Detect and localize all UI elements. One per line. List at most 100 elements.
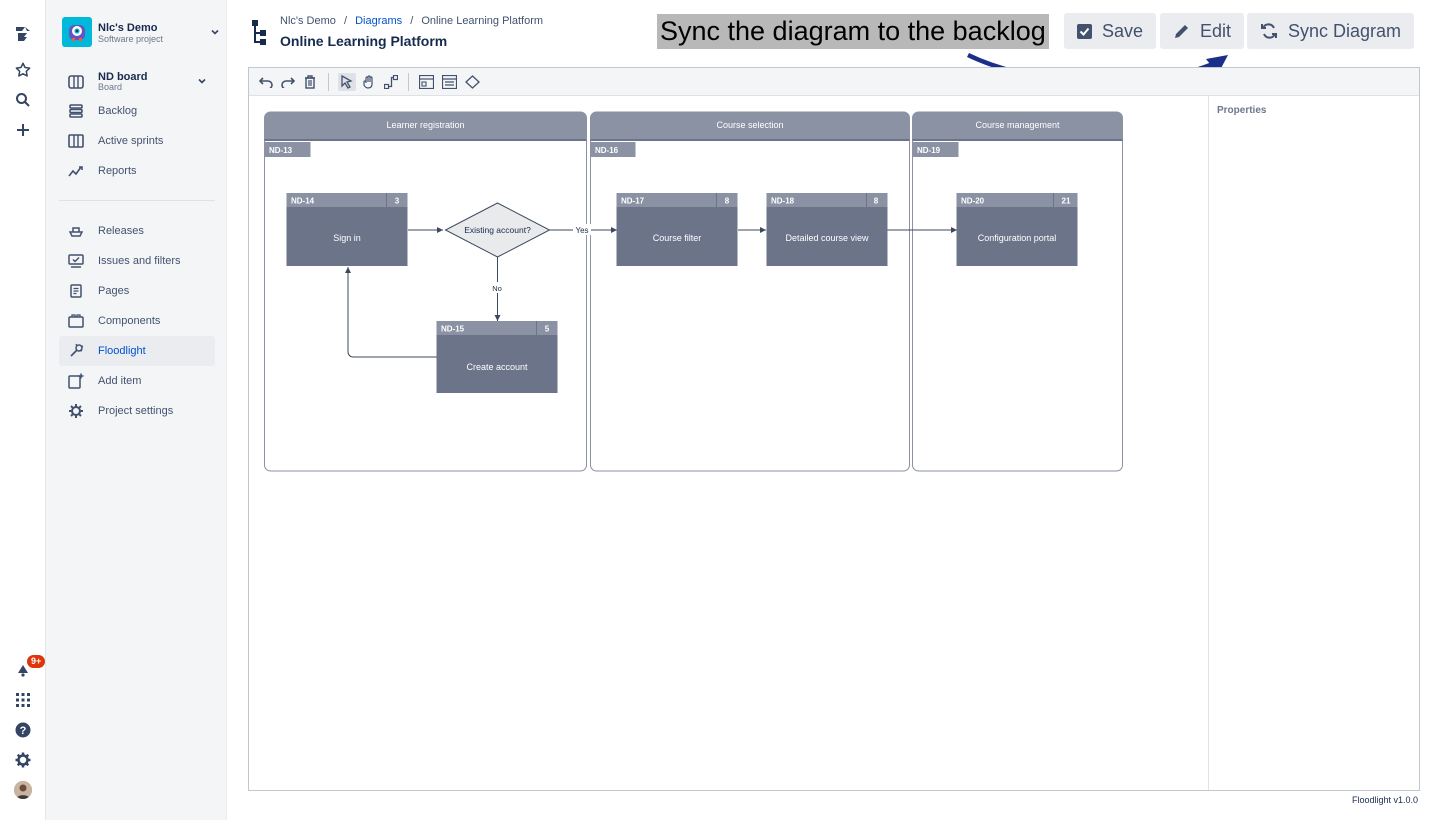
diagram-icon [252,20,268,46]
gear-icon [67,402,85,420]
board-switcher[interactable]: ND board Board [59,66,215,98]
sidebar-item-project-settings[interactable]: Project settings [59,396,215,426]
board-icon [67,73,85,91]
task-label: Course filter [653,233,702,243]
pencil-icon [1175,24,1188,38]
save-button[interactable]: Save [1064,13,1157,49]
task-points: 5 [545,325,550,334]
sidebar-item-pages[interactable]: Pages [59,276,215,306]
chart-icon [67,162,85,180]
decision-node[interactable]: Existing account? [444,202,551,258]
sidebar-item-label: Pages [98,285,130,297]
plus-icon[interactable] [12,119,34,141]
sidebar-item-label: Floodlight [98,345,146,357]
backlog-icon [67,102,85,120]
task-node[interactable]: ND-18 8 Detailed course view [766,193,888,266]
task-label: Detailed course view [785,233,869,243]
sync-diagram-button[interactable]: Sync Diagram [1247,13,1415,49]
avatar[interactable] [14,781,32,799]
lane-key: ND-16 [595,146,619,155]
edit-button[interactable]: Edit [1160,13,1245,49]
task-points: 8 [725,197,730,206]
toolbar-separator [328,73,329,91]
page-icon [67,282,85,300]
star-icon[interactable] [12,59,34,81]
sync-label: Sync Diagram [1288,20,1402,41]
task-key: ND-20 [961,197,985,206]
project-switcher[interactable]: Nlc's Demo Software project [62,17,222,49]
sidebar-item-label: Active sprints [98,135,164,147]
board-name: ND board [98,71,148,83]
lane-key: ND-13 [269,146,293,155]
breadcrumb-page: Online Learning Platform [421,15,544,27]
delete-icon[interactable] [301,73,319,91]
global-nav: 9+ ? [0,0,46,820]
sidebar-item-issues[interactable]: Issues and filters [59,246,215,276]
sidebar-item-label: Releases [98,225,144,237]
undo-icon[interactable] [257,73,275,91]
task-node[interactable]: ND-14 3 Sign in [286,193,408,266]
apps-grid-icon[interactable] [12,689,34,711]
swimlane[interactable]: Course selection ND-16 [590,111,910,472]
sidebar-item-add-item[interactable]: Add item [59,366,215,396]
task-node[interactable]: ND-20 21 Configuration portal [956,193,1078,266]
columns-icon [67,132,85,150]
chevron-down-icon[interactable] [210,26,220,40]
project-name: Nlc's Demo [98,22,158,34]
task-label: Create account [466,362,528,372]
redo-icon[interactable] [279,73,297,91]
lane-icon[interactable] [417,73,435,91]
toolbar-separator [408,73,409,91]
lane-title: Learner registration [386,120,464,130]
breadcrumb-project[interactable]: Nlc's Demo [280,15,336,27]
chevron-down-icon[interactable] [197,75,207,89]
sidebar-divider [59,200,215,201]
decision-icon[interactable] [463,73,481,91]
ship-icon [67,222,85,240]
swimlane[interactable]: Course management ND-19 [912,111,1123,472]
settings-icon[interactable] [12,749,34,771]
sidebar-item-active-sprints[interactable]: Active sprints [59,126,215,156]
version-footer: Floodlight v1.0.0 [1351,795,1418,805]
search-icon[interactable] [12,89,34,111]
task-points: 3 [395,197,400,206]
task-key: ND-14 [291,197,315,206]
swimlane[interactable]: Learner registration ND-13 [264,111,587,472]
task-node[interactable]: ND-17 8 Course filter [616,193,738,266]
component-icon [67,312,85,330]
lane-key: ND-19 [917,146,941,155]
breadcrumb-diagrams[interactable]: Diagrams [355,15,403,27]
connector-icon[interactable] [382,73,400,91]
task-key: ND-17 [621,197,645,206]
sidebar-item-label: Project settings [98,405,174,417]
decision-label: Existing account? [464,225,531,235]
sync-icon [1261,23,1277,39]
add-item-icon [67,372,85,390]
board-type: Board [98,82,123,92]
edit-label: Edit [1200,20,1232,41]
sidebar-item-components[interactable]: Components [59,306,215,336]
sidebar-item-backlog[interactable]: Backlog [59,96,215,126]
issues-icon [67,252,85,270]
hand-icon[interactable] [360,73,378,91]
properties-panel: Properties [1208,96,1419,790]
project-logo-icon [62,17,92,47]
floodlight-icon [67,342,85,360]
task-label: Sign in [333,233,361,243]
task-node[interactable]: ND-15 5 Create account [436,321,558,393]
notification-badge: 9+ [27,655,46,668]
notifications-icon[interactable] [12,659,34,681]
sidebar-item-reports[interactable]: Reports [59,156,215,186]
sidebar-item-label: Add item [98,375,142,387]
diagram-canvas[interactable]: Learner registration ND-13 Course select… [249,96,1208,790]
help-icon[interactable]: ? [12,719,34,741]
sidebar-item-label: Reports [98,165,137,177]
task-label: Configuration portal [978,233,1057,243]
task-icon[interactable] [440,73,458,91]
jira-logo-icon[interactable] [12,23,34,45]
sidebar-item-label: Backlog [98,105,138,117]
breadcrumb-separator: / [410,15,414,27]
sidebar-item-releases[interactable]: Releases [59,216,215,246]
pointer-icon[interactable] [338,73,356,91]
sidebar-item-floodlight[interactable]: Floodlight [59,336,215,366]
